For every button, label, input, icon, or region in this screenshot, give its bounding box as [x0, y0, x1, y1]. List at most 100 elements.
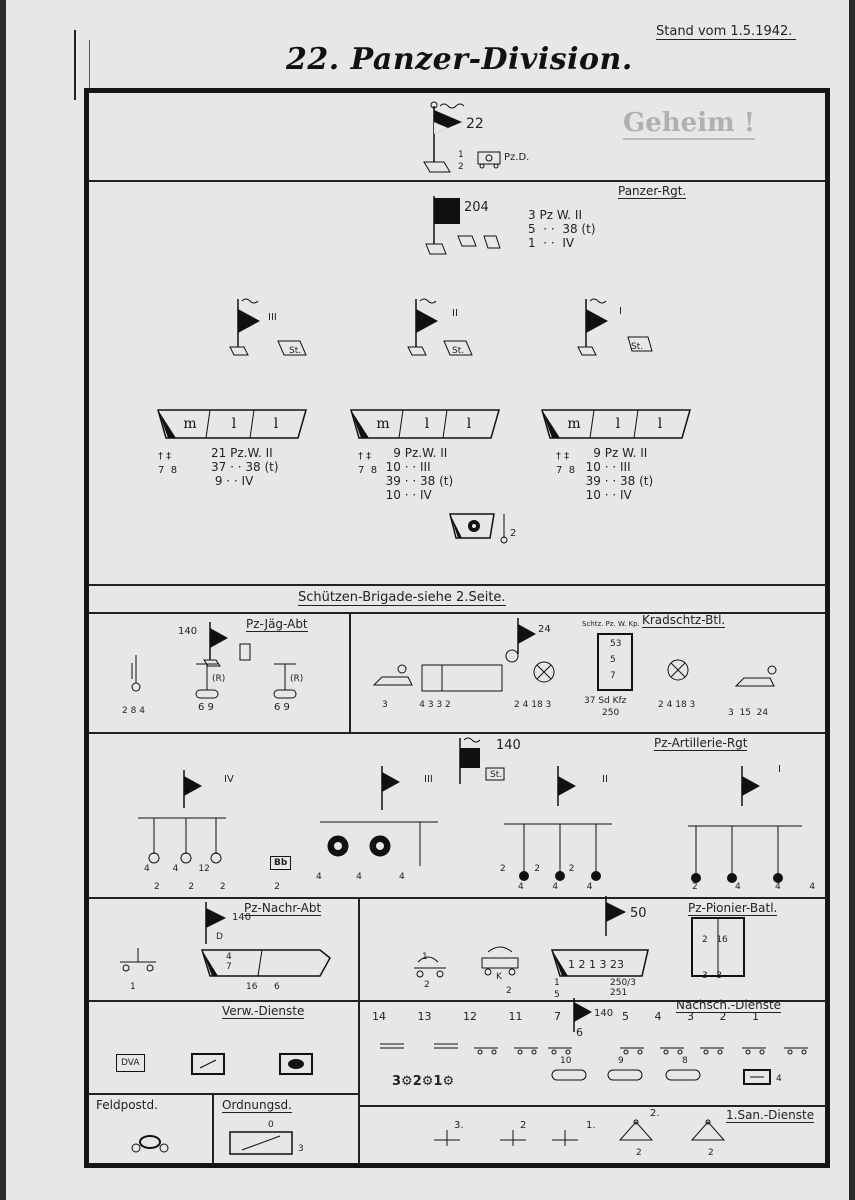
nachrichten-count: 1 [130, 982, 136, 992]
count: 8 [130, 706, 137, 716]
pionier-count: 5 [554, 990, 560, 1000]
nachrichten-strip-counts: 4 7 [226, 952, 232, 972]
nachrichten-company-strip [200, 949, 331, 977]
count: 2 [445, 700, 451, 710]
count: 9 [593, 446, 601, 460]
nachschub-tank-count: 9 [618, 1056, 624, 1066]
sanitaet-count: 2 [636, 1148, 642, 1158]
type: IV [420, 488, 432, 502]
column-number: 2 [719, 1010, 727, 1023]
artillerie-number: 140 [496, 738, 521, 753]
count: 2 [219, 882, 226, 892]
battalion-numeral: I [619, 306, 622, 317]
artillerie-counts: 2 2 2 [500, 864, 574, 874]
equip-type: Pz W. II [539, 208, 583, 222]
column-number: 14 [372, 1010, 386, 1023]
section-divider [358, 1000, 360, 1163]
division-number: 22 [466, 116, 484, 132]
abteilung-numeral: I [778, 764, 781, 775]
pionier-company-box [691, 917, 745, 977]
document-page: Stand vom 1.5.1942. 22. Panzer-Division.… [6, 0, 849, 1200]
count: 2 [692, 882, 698, 892]
pionier-count: 1 [422, 952, 428, 962]
equip-count: 1 [528, 236, 536, 250]
count: 18 [531, 700, 543, 710]
type: III [420, 460, 431, 474]
count: 3 [599, 958, 607, 971]
count: 7 [158, 465, 165, 476]
artillerie-counts: 4 4 12 [144, 864, 210, 874]
count: 4 [356, 872, 362, 882]
type: III [620, 460, 631, 474]
beobachtungs-battery: Bb [270, 856, 292, 870]
company-strip: m l l [541, 409, 692, 439]
page-title: 22. Panzer-Division. [286, 42, 633, 77]
company-label: l [424, 416, 430, 432]
classification-stamp: Geheim ! [623, 108, 756, 140]
nachschub-workshops: 3⚙2⚙1⚙ [392, 1074, 455, 1089]
abteilung-numeral: II [602, 774, 608, 785]
pak-label: (R) [290, 674, 304, 684]
count: 4 [552, 882, 559, 892]
battalion-equipment: 9 Pz.W. II 10 · · III 39 · · 38 (t) 10 ·… [385, 446, 454, 502]
count: 16 [716, 935, 728, 945]
column-number: 3 [687, 1010, 694, 1023]
artillerie-abteilung-symbol [320, 766, 438, 866]
company-label: l [231, 416, 237, 432]
nachschub-tracked-vehicles [551, 1069, 701, 1081]
count: 39 [585, 474, 601, 488]
count: 4 [666, 700, 673, 710]
equip-count: 3 [528, 208, 536, 222]
section-divider [88, 897, 826, 899]
pak-label: (R) [212, 674, 226, 684]
dva-box: DVA [116, 1054, 145, 1072]
battalion-equipment: 21 Pz.W. II 37 · · 38 (t) 9 · · IV [211, 446, 279, 488]
column-number: 1 [752, 1010, 759, 1023]
pionier-count: 1 [554, 978, 560, 988]
count: 2 [702, 935, 708, 945]
battalion-equipment: 9 Pz W. II 10 · · III 39 · · 38 (t) 10 ·… [585, 446, 654, 502]
count: 2 [122, 706, 128, 716]
division-staff-label: Pz.D. [504, 152, 530, 163]
division-count-sub: 2 [458, 162, 464, 172]
verwaltung-vehicle-symbol [191, 1053, 225, 1075]
bridge-column-symbol [481, 946, 519, 976]
pak-count: 6 9 [198, 702, 214, 713]
kradschuetzen-label: Kradschtz-Btl. [642, 613, 726, 628]
count: 9 [214, 474, 223, 488]
nachschub-columns: 5 4 3 2 1 [622, 1010, 759, 1023]
company-label: l [657, 416, 663, 432]
division-count: 1 [458, 150, 464, 160]
count: 10 [385, 488, 401, 502]
column-number: 5 [622, 1010, 629, 1023]
artillerie-counts: 2 2 2 2 [154, 882, 280, 892]
pak-symbol [195, 663, 219, 699]
sanitaet-number: 2 [520, 1120, 527, 1131]
battalion-staff: St. [631, 342, 644, 352]
count: 3 [702, 971, 708, 981]
count: 10 [585, 460, 601, 474]
type: IV [620, 488, 632, 502]
section-divider [88, 732, 826, 734]
count: 4 [139, 706, 145, 716]
company-label: m [567, 416, 581, 432]
artillerie-abteilung-symbol [504, 766, 612, 881]
workshop-symbol [449, 513, 508, 544]
abteilung-numeral: IV [224, 774, 234, 785]
motorcycle-symbol [533, 661, 555, 683]
nachschub-label: Nachsch.-Dienste [676, 998, 782, 1013]
workshop-count: 2 [412, 1074, 422, 1089]
bridge-vehicle-symbol [414, 956, 446, 978]
artillerie-counts: 4 4 4 [518, 882, 592, 892]
artillerie-staff: St. [490, 770, 503, 780]
type: Pz.W. II [404, 446, 448, 460]
ordnung-vehicle-symbol [229, 1131, 293, 1155]
count: 3 [427, 700, 434, 710]
count: 53 [610, 639, 622, 649]
type: 38 (t) [620, 474, 654, 488]
company-label: l [615, 416, 621, 432]
battalion-left-counts: † ‡ 7 8 [158, 451, 178, 476]
count: 4 [809, 882, 816, 892]
count: 2 [500, 864, 506, 874]
kradschuetzen-counts: 2 4 18 3 [514, 700, 551, 710]
